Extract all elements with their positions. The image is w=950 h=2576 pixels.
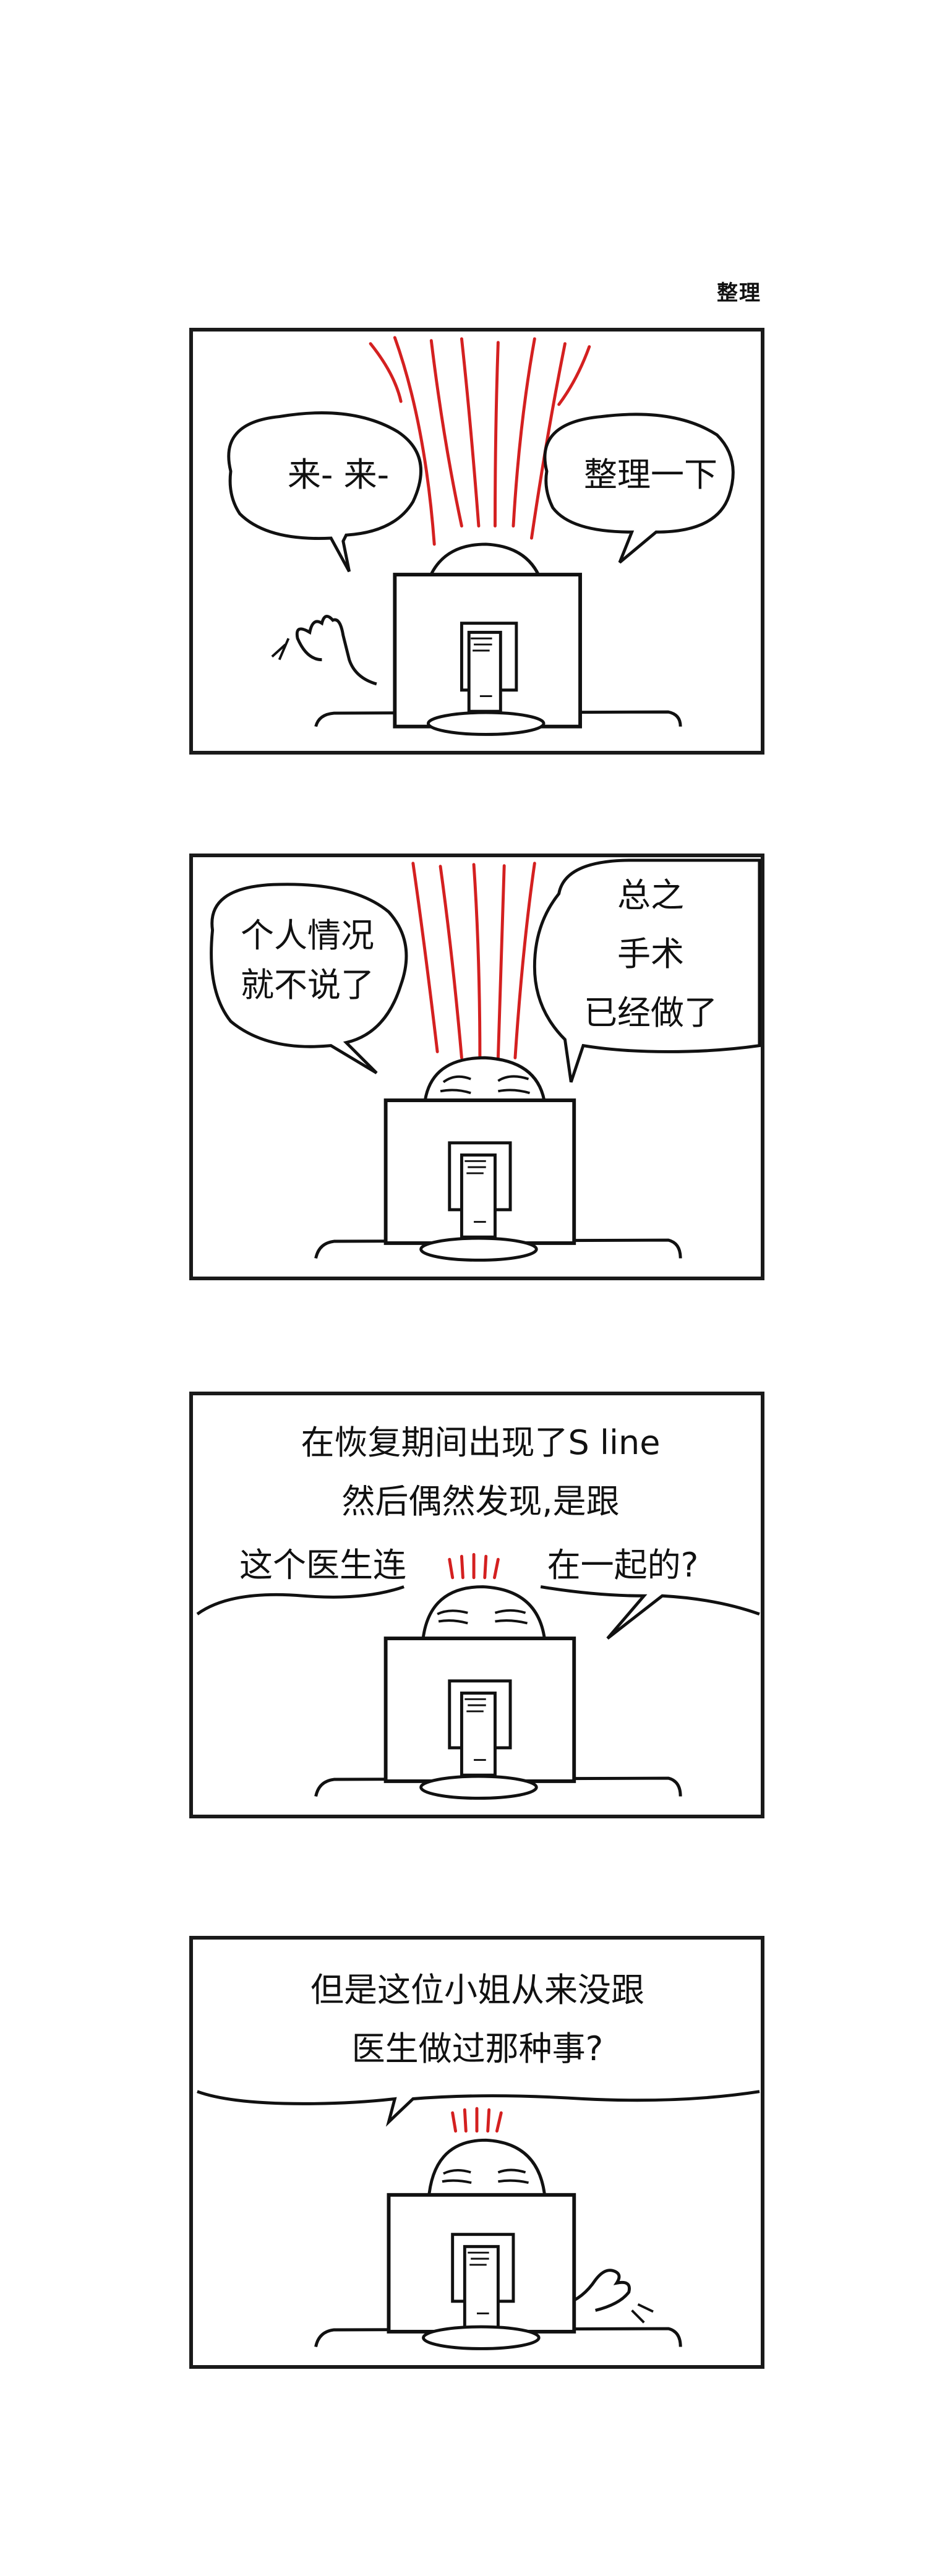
- speech-bubble-left: [227, 411, 422, 573]
- panel-1-artwork: [227, 336, 735, 736]
- bubble-right-text: 整理一下: [584, 455, 717, 494]
- bubble-line-3a: 这个医生连: [239, 1546, 406, 1585]
- comic-panel-1: 来- 来- 整理一下: [189, 328, 764, 755]
- bubble-left-line-2: 就不说了: [241, 965, 374, 1004]
- character-eyes: [442, 2168, 529, 2184]
- page-title: 整理: [717, 281, 761, 306]
- bubble-right-line-3: 已经做了: [584, 993, 717, 1032]
- panel-3-artwork: [196, 1395, 760, 1800]
- panel-4-artwork: [197, 2090, 760, 2350]
- bubble-line-1: 但是这位小姐从来没跟: [310, 1971, 644, 2009]
- speech-bubble: [197, 1395, 760, 1614]
- waving-hand: [295, 615, 377, 686]
- character-eyes: [437, 1609, 528, 1625]
- character-head: [426, 2138, 547, 2207]
- speech-bubble-right: [543, 413, 735, 564]
- bubble-right-line-1: 总之: [617, 876, 684, 915]
- character-head: [421, 1585, 547, 1651]
- bubble-left-text: 来- 来-: [287, 455, 390, 494]
- attention-rays: [411, 862, 536, 1059]
- tapping-finger: [564, 2269, 631, 2312]
- comic-panel-2: 个人情况 就不说了 总之 手术 已经做了: [189, 854, 764, 1280]
- monitor-stand: [419, 1774, 538, 1800]
- attention-rays: [369, 336, 591, 546]
- bubble-line-2: 医生做过那种事?: [351, 2029, 604, 2068]
- speech-bubble-left: [210, 883, 408, 1074]
- monitor-stand: [426, 711, 546, 736]
- bubble-left-line-1: 个人情况: [241, 916, 374, 955]
- monitor-stand: [419, 1236, 538, 1262]
- bubble-right-line-2: 手术: [617, 935, 684, 973]
- speech-bubble-right: [533, 858, 761, 1083]
- bubble-line-2: 然后偶然发现,是跟: [341, 1482, 620, 1521]
- bubble-line-3b: 在一起的?: [547, 1546, 699, 1585]
- comic-panel-4: 但是这位小姐从来没跟 医生做过那种事?: [189, 1936, 764, 2369]
- comic-panel-3: 在恢复期间出现了S line 然后偶然发现,是跟 这个医生连 在一起的?: [189, 1392, 764, 1818]
- panel-2-artwork: [210, 858, 761, 1262]
- monitor-stand: [422, 2325, 541, 2350]
- bubble-line-1: 在恢复期间出现了S line: [301, 1423, 661, 1462]
- attention-rays: [451, 2107, 503, 2133]
- speech-bubble: [197, 2090, 760, 2127]
- attention-rays: [448, 1552, 500, 1580]
- character-eyes: [440, 1075, 531, 1095]
